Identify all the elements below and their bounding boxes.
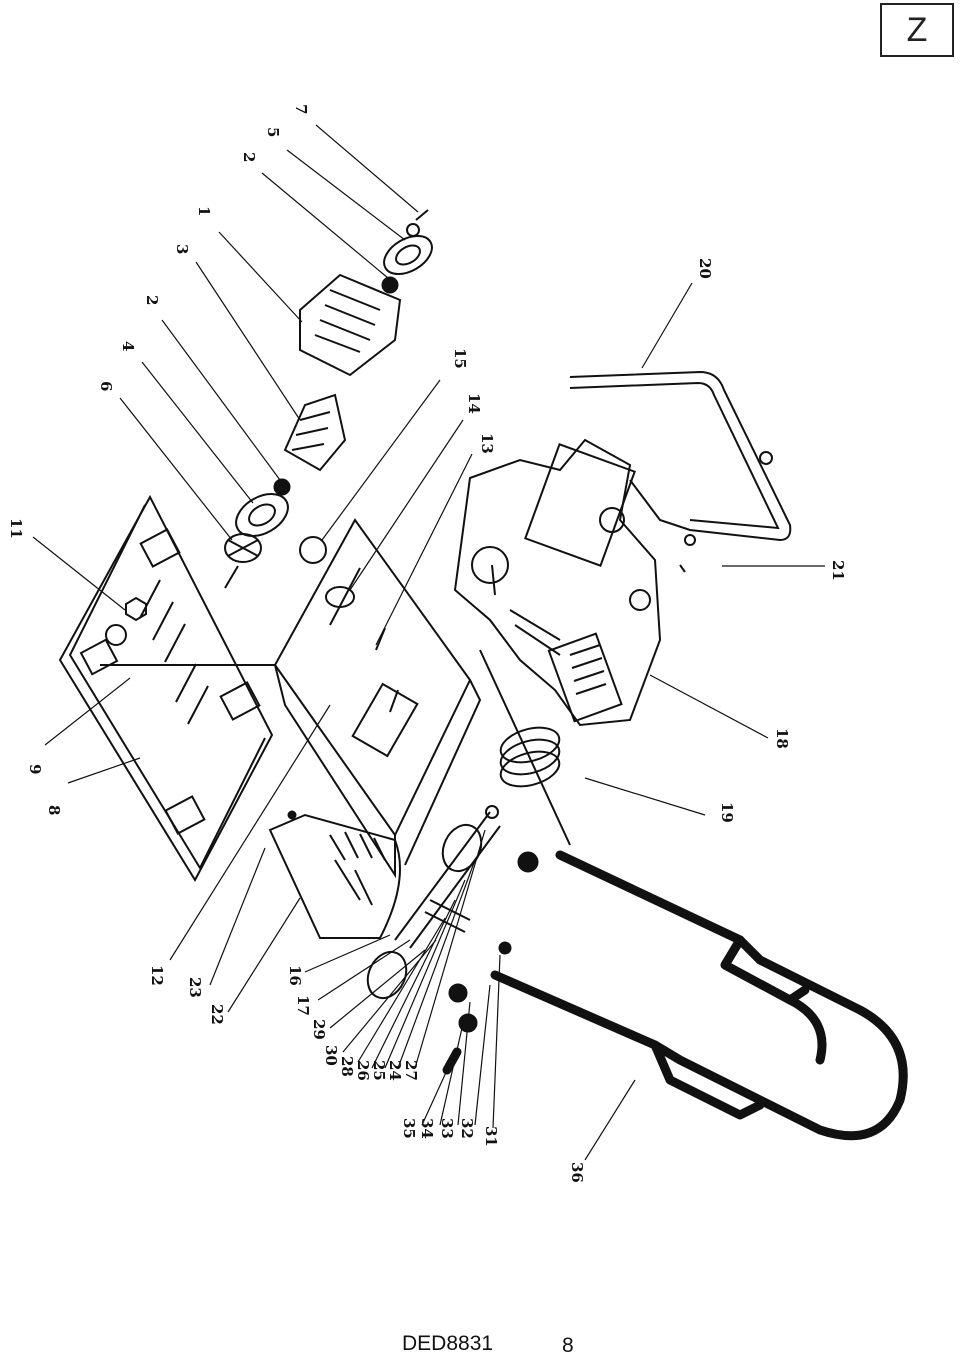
language-tab-label: Z <box>906 10 928 49</box>
pulley-5 <box>383 235 433 275</box>
leader-lines <box>32 124 825 1161</box>
callout-label: 32 <box>458 1118 476 1139</box>
callout-labels: 7 5 2 1 3 2 4 6 15 14 13 20 11 21 18 19 … <box>7 104 847 1183</box>
callout-label: 17 <box>294 995 312 1016</box>
gear-6 <box>224 533 262 563</box>
engine-shaft-collar <box>471 546 509 584</box>
callout-label: 21 <box>829 560 847 581</box>
callout-label: 22 <box>208 1004 226 1025</box>
rotor-3 <box>283 393 347 472</box>
base-plate-8 <box>58 494 274 883</box>
fuel-tank <box>524 443 636 567</box>
callout-label: 11 <box>7 518 25 539</box>
callout-label: 20 <box>696 258 714 279</box>
bearing-2-top <box>381 276 399 294</box>
callout-label: 16 <box>286 965 304 986</box>
callout-label: 31 <box>482 1126 500 1147</box>
callout-label: 7 <box>292 104 310 114</box>
blade-housing-12 <box>100 518 482 879</box>
belt-guard-20 <box>569 370 792 573</box>
callout-label: 28 <box>338 1056 356 1077</box>
callout-label: 13 <box>478 433 496 454</box>
callout-label: 4 <box>119 341 137 351</box>
callout-label: 24 <box>386 1060 404 1081</box>
callout-label: 26 <box>354 1060 372 1081</box>
callout-label: 34 <box>418 1118 436 1139</box>
cap-15 <box>299 536 327 564</box>
callout-label: 33 <box>438 1118 456 1139</box>
callout-label: 2 <box>143 295 161 305</box>
callout-label: 12 <box>148 965 166 986</box>
callout-label: 1 <box>195 206 213 216</box>
callout-label: 8 <box>45 805 63 815</box>
callout-label: 15 <box>451 348 469 369</box>
callout-label: 25 <box>370 1060 388 1081</box>
bearing-2-lower <box>273 478 291 496</box>
knob-upper <box>517 851 539 873</box>
language-tab: Z <box>880 3 954 57</box>
callout-label: 30 <box>322 1045 340 1066</box>
callout-label: 5 <box>264 127 282 137</box>
nut-11 <box>125 596 147 622</box>
motor-assembly <box>224 209 433 589</box>
callout-label: 6 <box>97 381 115 391</box>
flange-4 <box>235 493 289 537</box>
blade-cover-22 <box>268 810 401 939</box>
knob-35 <box>448 983 468 1003</box>
callout-label: 18 <box>773 728 791 749</box>
callout-label: 19 <box>718 802 736 823</box>
engine-pulley-19 <box>499 726 561 788</box>
callout-label: 27 <box>402 1060 420 1081</box>
washer <box>406 223 420 237</box>
callout-label: 9 <box>26 764 44 774</box>
wheel-left <box>366 950 408 1000</box>
callout-label: 35 <box>400 1118 418 1139</box>
bolt-7 <box>415 209 429 221</box>
nut-31 <box>498 941 512 955</box>
fuel-cap <box>599 507 625 533</box>
page-number: 8 <box>562 1334 574 1357</box>
wheel-right <box>441 823 483 873</box>
handle-frame-36 <box>442 649 908 1141</box>
engine-18 <box>453 438 662 727</box>
model-number: DED8831 <box>402 1332 494 1355</box>
wheel-axle-assembly <box>366 805 501 1000</box>
screw-21 <box>684 534 696 546</box>
callout-label: 36 <box>568 1162 586 1183</box>
callout-label: 23 <box>186 977 204 998</box>
muffler <box>547 632 623 723</box>
motor-housing-1 <box>299 273 402 377</box>
callout-label: 14 <box>465 393 483 414</box>
callout-label: 3 <box>173 244 191 254</box>
callout-label: 29 <box>310 1019 328 1040</box>
callout-label: 2 <box>240 152 258 162</box>
